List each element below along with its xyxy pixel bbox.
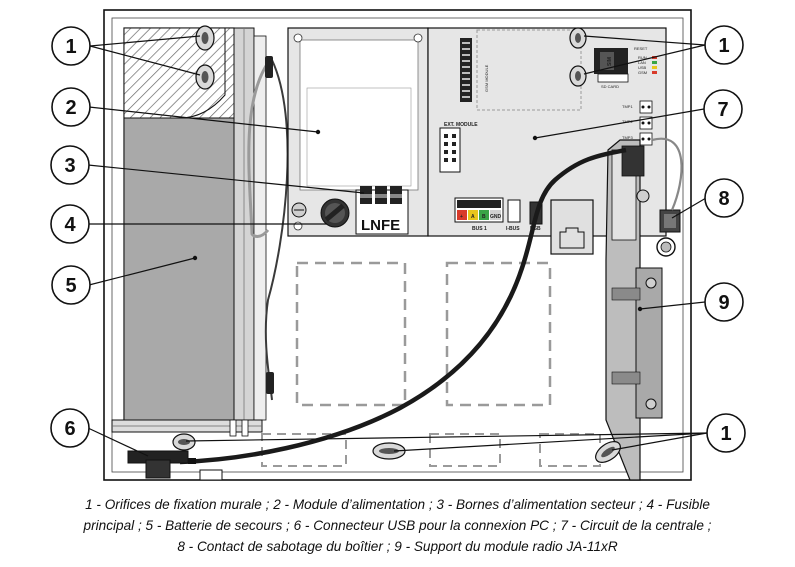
usb-cable [179,147,627,465]
callout-9: 9 [704,282,744,322]
callout-3-number: 3 [64,155,75,177]
battery-clip-1 [229,419,237,437]
caption-line-1: 1 - Orifices de fixation murale ; 2 - Mo… [85,497,710,512]
callout-1-top-left: 1 [51,26,91,66]
sim-label: SIM [607,57,613,66]
callout-8: 8 [704,178,744,218]
bus-terminal-a: A [471,214,475,220]
callout-7: 7 [703,89,743,129]
bus-terminal-b: B [482,214,486,220]
radio-module-support [605,139,663,481]
dashed-area-bottom-b [429,433,501,467]
bus-terminal-plus: + [460,214,463,220]
battery-lead-terminal-top [265,56,273,78]
bus-terminal-gnd: GND [490,214,502,220]
fixing-hole-board-2-inner [575,71,581,81]
lan-port [550,199,594,255]
fixing-hole-top-1-inner [201,32,209,44]
dashed-area-right [445,261,552,407]
callout-5: 5 [51,265,91,305]
reset-label: RESET [634,46,648,51]
sd-card-label: SD CARD [601,84,619,89]
led-label-run: RUN [638,55,647,60]
callout-4: 4 [50,204,90,244]
fixing-hole-bottom-center-inner [379,448,399,454]
tamper-cable [651,137,683,211]
callout-8-number: 8 [718,188,729,210]
led-label-lan: LAN [638,60,646,65]
dashed-area-bottom-a [261,433,347,467]
figure-caption: 1 - Orifices de fixation murale ; 2 - Mo… [0,494,795,557]
main-fuse [320,198,350,228]
tamper-screw-psu [291,202,307,218]
led-label-gsm: GSM [638,70,647,75]
callout-7-number: 7 [717,99,728,121]
battery-lead-gray [247,59,272,238]
usb-socket-label: USB [530,226,541,232]
callout-1-top-right-number: 1 [718,35,729,57]
ibus-connector [507,199,521,223]
callout-2: 2 [51,87,91,127]
leader-dots [192,129,643,312]
callout-5-number: 5 [65,275,76,297]
fuse-terminal-label: LNFE [361,217,400,234]
tmp1-label: TMP1 [622,104,633,109]
battery-lead-dark [264,59,289,401]
callout-1-bottom-right: 1 [706,413,746,453]
callout-4-number: 4 [64,214,76,236]
callout-6: 6 [50,408,90,448]
bus-1-label: BUS 1 [472,226,487,232]
battery-lead-terminal-bottom [266,372,274,394]
bus-terminal-block [454,197,504,223]
leader-lines [87,35,708,457]
ibus-label: I-BUS [506,226,520,232]
caption-line-2: principal ; 5 - Batterie de secours ; 6 … [83,518,712,533]
callout-1-top-right: 1 [704,25,744,65]
fixing-hole-top-2-inner [201,71,209,83]
tamper-connectors [639,100,653,146]
battery-clip-2 [241,419,249,437]
dashed-area-left [295,261,407,407]
led-label-usb: USB [638,65,647,70]
fixing-hole-bottom-right [595,441,621,463]
tmp3-label: TMP3 [622,135,633,140]
caption-line-3: 8 - Contact de sabotage du boîtier ; 9 -… [177,539,618,554]
callout-2-number: 2 [65,97,76,119]
ext-module-label: EXT. MODULE [444,122,478,128]
gsm-module-label: GSM MODULE [484,64,489,92]
callout-1-bottom-right-number: 1 [720,423,731,445]
mains-terminal-block [355,186,409,235]
callout-6-number: 6 [64,418,75,440]
callout-9-number: 9 [718,292,729,314]
fixing-hole-board-1-inner [575,33,581,43]
enclosure-tamper-contact [656,209,681,257]
fixing-hole-bottom-left-inner [178,439,190,445]
diagram-canvas: LNFE EXT. MODULE GSM MODULE SIM SD CARD … [50,9,746,481]
callout-1-top-left-number: 1 [65,36,76,58]
callout-3: 3 [50,145,90,185]
